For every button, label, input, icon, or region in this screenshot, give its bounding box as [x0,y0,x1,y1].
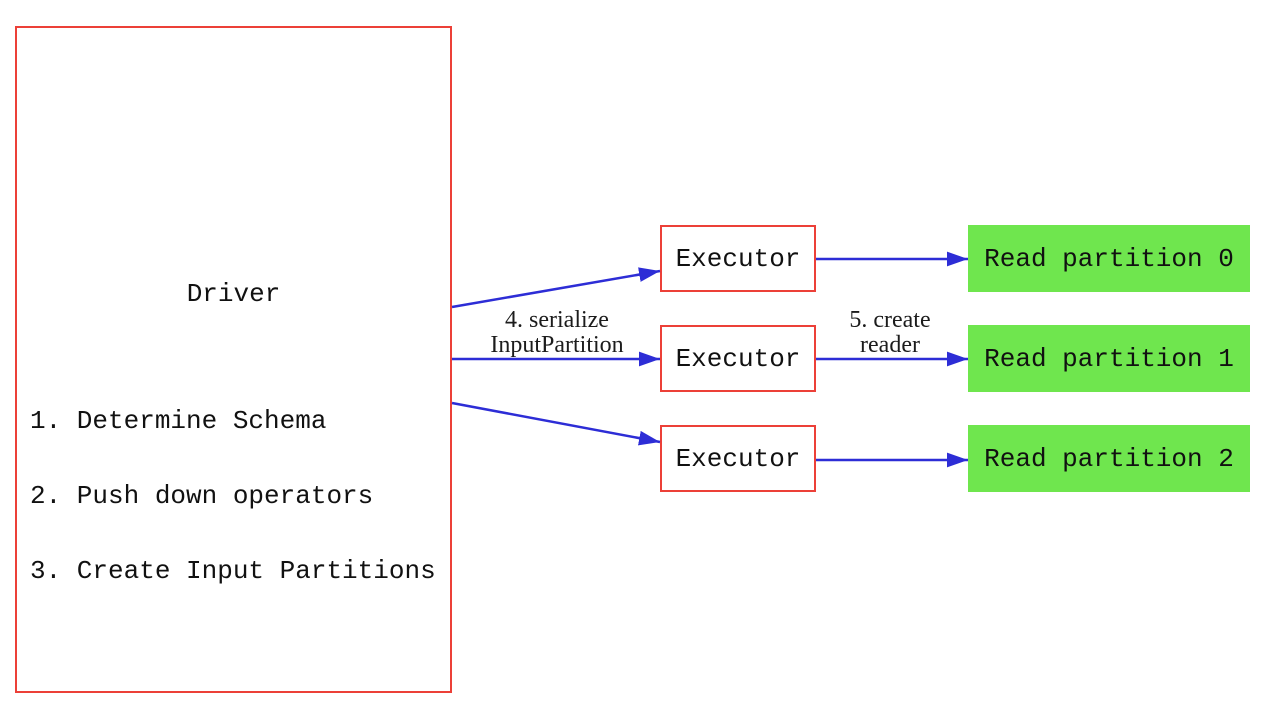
executor-box-2: Executor [660,325,816,392]
arrow-driver-to-executor-3 [451,401,661,446]
executor-label-3: Executor [675,443,801,474]
driver-step-2: 2. Push down operators [30,481,374,511]
read-partition-label-2: Read partition 2 [984,443,1234,474]
read-partition-label-0: Read partition 0 [984,243,1234,274]
create-reader-label-line2: reader [860,332,920,358]
read-partition-label-1: Read partition 1 [984,343,1234,374]
serialize-label-line1: 4. serialize [505,307,609,333]
read-partition-box-1: Read partition 1 [968,325,1250,392]
create-reader-label-line1: 5. create [849,307,931,333]
driver-title: Driver [186,279,281,309]
driver-step-1: 1. Determine Schema [30,406,327,436]
driver-steps-list: 1. Determine Schema 2. Push down operato… [30,359,436,634]
serialize-label-line2: InputPartition [490,332,624,358]
executor-box-1: Executor [660,225,816,292]
driver-box [15,26,452,693]
create-reader-label: 5. create reader [815,308,965,358]
driver-step-3: 3. Create Input Partitions [30,556,436,586]
read-partition-box-0: Read partition 0 [968,225,1250,292]
read-partition-box-2: Read partition 2 [968,425,1250,492]
arrow-driver-to-executor-1 [451,267,661,309]
serialize-inputpartition-label: 4. serialize InputPartition [447,308,667,358]
executor-label-2: Executor [675,343,801,374]
executor-label-1: Executor [675,243,801,274]
executor-box-3: Executor [660,425,816,492]
